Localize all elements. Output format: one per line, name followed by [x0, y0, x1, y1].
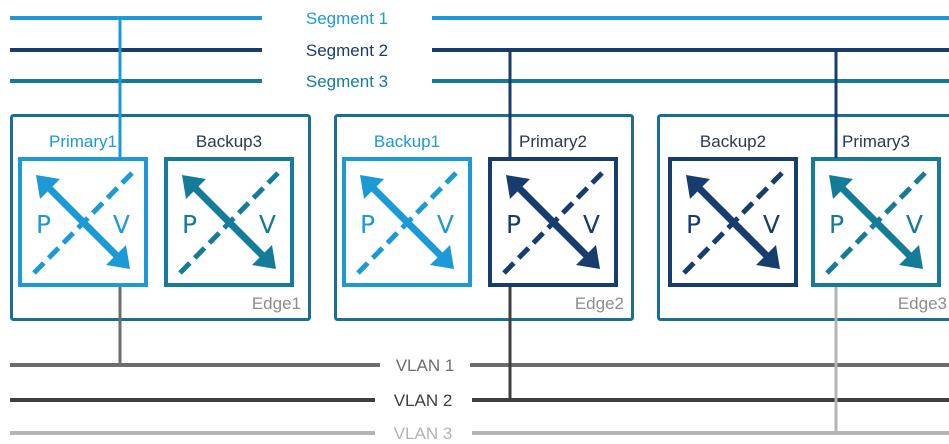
vlan-3-label: VLAN 3	[394, 424, 453, 443]
arrow-diagonal-icon	[39, 178, 127, 266]
v-letter: V	[906, 210, 923, 239]
arrowhead-icon	[106, 245, 130, 269]
arrowhead-icon	[360, 175, 384, 199]
vlan-2-label: VLAN 2	[394, 391, 453, 410]
arrowhead-icon	[182, 175, 206, 199]
edge-label: Edge3	[898, 294, 947, 313]
arrow-diagonal-icon	[689, 178, 777, 266]
v-letter: V	[583, 210, 600, 239]
edge-label: Edge2	[575, 294, 624, 313]
router-label: Backup1	[374, 132, 440, 151]
arrowhead-icon	[756, 245, 780, 269]
segment-1-label: Segment 1	[306, 9, 388, 28]
v-letter: V	[113, 210, 130, 239]
arrowhead-icon	[576, 245, 600, 269]
p-letter: P	[506, 210, 521, 239]
router-label: Backup2	[700, 132, 766, 151]
arrow-diagonal-icon	[363, 178, 451, 266]
router-label: Primary2	[519, 132, 587, 151]
arrowhead-icon	[36, 175, 60, 199]
p-letter: P	[36, 210, 51, 239]
v-letter: V	[437, 210, 454, 239]
v-letter: V	[259, 210, 276, 239]
segment-lines	[10, 16, 949, 83]
arrowhead-icon	[252, 245, 276, 269]
router-label: Backup3	[196, 132, 262, 151]
arrow-diagonal-icon	[509, 178, 597, 266]
p-letter: P	[686, 210, 701, 239]
v-letter: V	[763, 210, 780, 239]
router-label: Primary1	[49, 132, 117, 151]
vlan-1-label: VLAN 1	[396, 356, 455, 375]
p-letter: P	[829, 210, 844, 239]
vlan-lines	[10, 363, 949, 435]
segment-2-label: Segment 2	[306, 41, 388, 60]
arrowhead-icon	[899, 245, 923, 269]
edge-label: Edge1	[252, 294, 301, 313]
router-label: Primary3	[842, 132, 910, 151]
arrowhead-icon	[829, 175, 853, 199]
arrow-diagonal-icon	[832, 178, 920, 266]
p-letter: P	[360, 210, 375, 239]
arrow-diagonal-icon	[185, 178, 273, 266]
p-letter: P	[182, 210, 197, 239]
arrowhead-icon	[506, 175, 530, 199]
arrowhead-icon	[686, 175, 710, 199]
arrowhead-icon	[430, 245, 454, 269]
segment-3-label: Segment 3	[306, 72, 388, 91]
